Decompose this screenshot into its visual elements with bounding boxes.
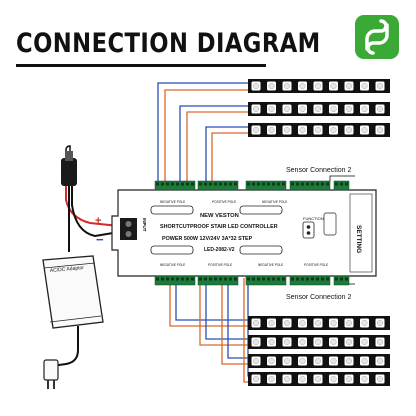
top-terminal-blocks	[154, 180, 350, 191]
setting-label: SETTING	[355, 225, 362, 253]
terminal-block	[289, 180, 331, 191]
page-title: CONNECTION DIAGRAM	[16, 28, 321, 59]
led-strip	[248, 354, 390, 368]
ribbon-connector	[150, 205, 194, 215]
led-strip	[248, 79, 390, 93]
led-strip	[248, 335, 390, 349]
sensor-connection-bottom-label: Sensor Connection 2	[286, 294, 351, 301]
terminal-block	[245, 275, 287, 286]
title-underline	[16, 64, 266, 67]
bottom-terminal-blocks	[154, 275, 350, 286]
led-strip	[248, 316, 390, 330]
negative-pole-label: NEGATIVE POLE	[262, 200, 287, 204]
controller-brand: NEW VESTON	[200, 213, 239, 219]
controller-version: LED-2082-V2	[204, 247, 235, 253]
input-label: INPUT	[142, 218, 147, 232]
adaptor-label: AC/DC Adaptor	[50, 265, 85, 274]
power-input-wires	[65, 162, 120, 238]
controller-board: INPUT FUNCTION SETTING NEW VESTON SHORTC…	[111, 180, 377, 286]
wire-strip2-negative	[179, 105, 252, 181]
led-strips-top	[248, 79, 390, 137]
wire-strip5-positive	[199, 278, 252, 346]
sensor-connection-top-label: Sensor Connection 2	[286, 167, 351, 174]
ribbon-connector	[239, 245, 283, 255]
terminal-block	[245, 180, 287, 191]
terminal-block	[197, 180, 239, 191]
ac-dc-adaptor: AC/DC Adaptor	[42, 145, 104, 389]
led-strips-bottom	[248, 316, 390, 386]
wire-strip4-positive	[169, 278, 252, 327]
negative-pole-label: NEGATIVE POLE	[258, 263, 283, 267]
positive-pole-label: POSITIVE POLE	[208, 263, 232, 267]
negative-pole-label: NEGATIVE POLE	[160, 263, 185, 267]
terminal-block	[333, 275, 350, 286]
adaptor-body	[42, 255, 104, 329]
wire-strip3-negative	[205, 126, 252, 181]
function-label: FUNCTION	[303, 216, 324, 221]
terminal-block	[197, 275, 239, 286]
led-strip	[248, 102, 390, 116]
wire-strip4-negative	[175, 278, 252, 321]
terminal-block	[289, 275, 331, 286]
top-strip-wires	[157, 82, 252, 181]
terminal-block	[154, 275, 196, 286]
plus-sign: +	[95, 215, 101, 227]
wire-strip1-negative	[157, 82, 252, 181]
dc-barrel-plug	[61, 158, 77, 186]
bottom-strip-wires	[169, 278, 252, 383]
wire-strip6-positive	[221, 278, 252, 365]
negative-pole-label: NEGATIVE POLE	[160, 200, 185, 204]
wire-strip5-negative	[205, 278, 252, 340]
function-button	[302, 221, 315, 239]
wire-strip2-positive	[186, 111, 252, 181]
led-strip	[248, 372, 390, 386]
led-strip	[248, 123, 390, 137]
ribbon-connector	[150, 245, 194, 255]
terminal-block	[333, 180, 350, 191]
input-terminal	[120, 218, 137, 240]
controller-model-desc: SHORTCUTPROOF STAIR LED CONTROLLER	[160, 224, 278, 230]
minus-sign: −	[96, 232, 104, 247]
wire-strip3-positive	[211, 132, 252, 181]
ribbon-connector	[239, 205, 283, 215]
positive-pole-label: POSITIVE POLE	[304, 263, 328, 267]
terminal-block	[154, 180, 196, 191]
positive-pole-label: POSITIVE POLE	[212, 200, 236, 204]
wire-strip1-positive	[164, 89, 252, 181]
controller-power-spec: POWER 500W 12V/24V 3A*32 STEP	[162, 236, 253, 242]
ac-wall-plug	[43, 359, 59, 381]
brand-s-logo-icon	[355, 15, 399, 59]
